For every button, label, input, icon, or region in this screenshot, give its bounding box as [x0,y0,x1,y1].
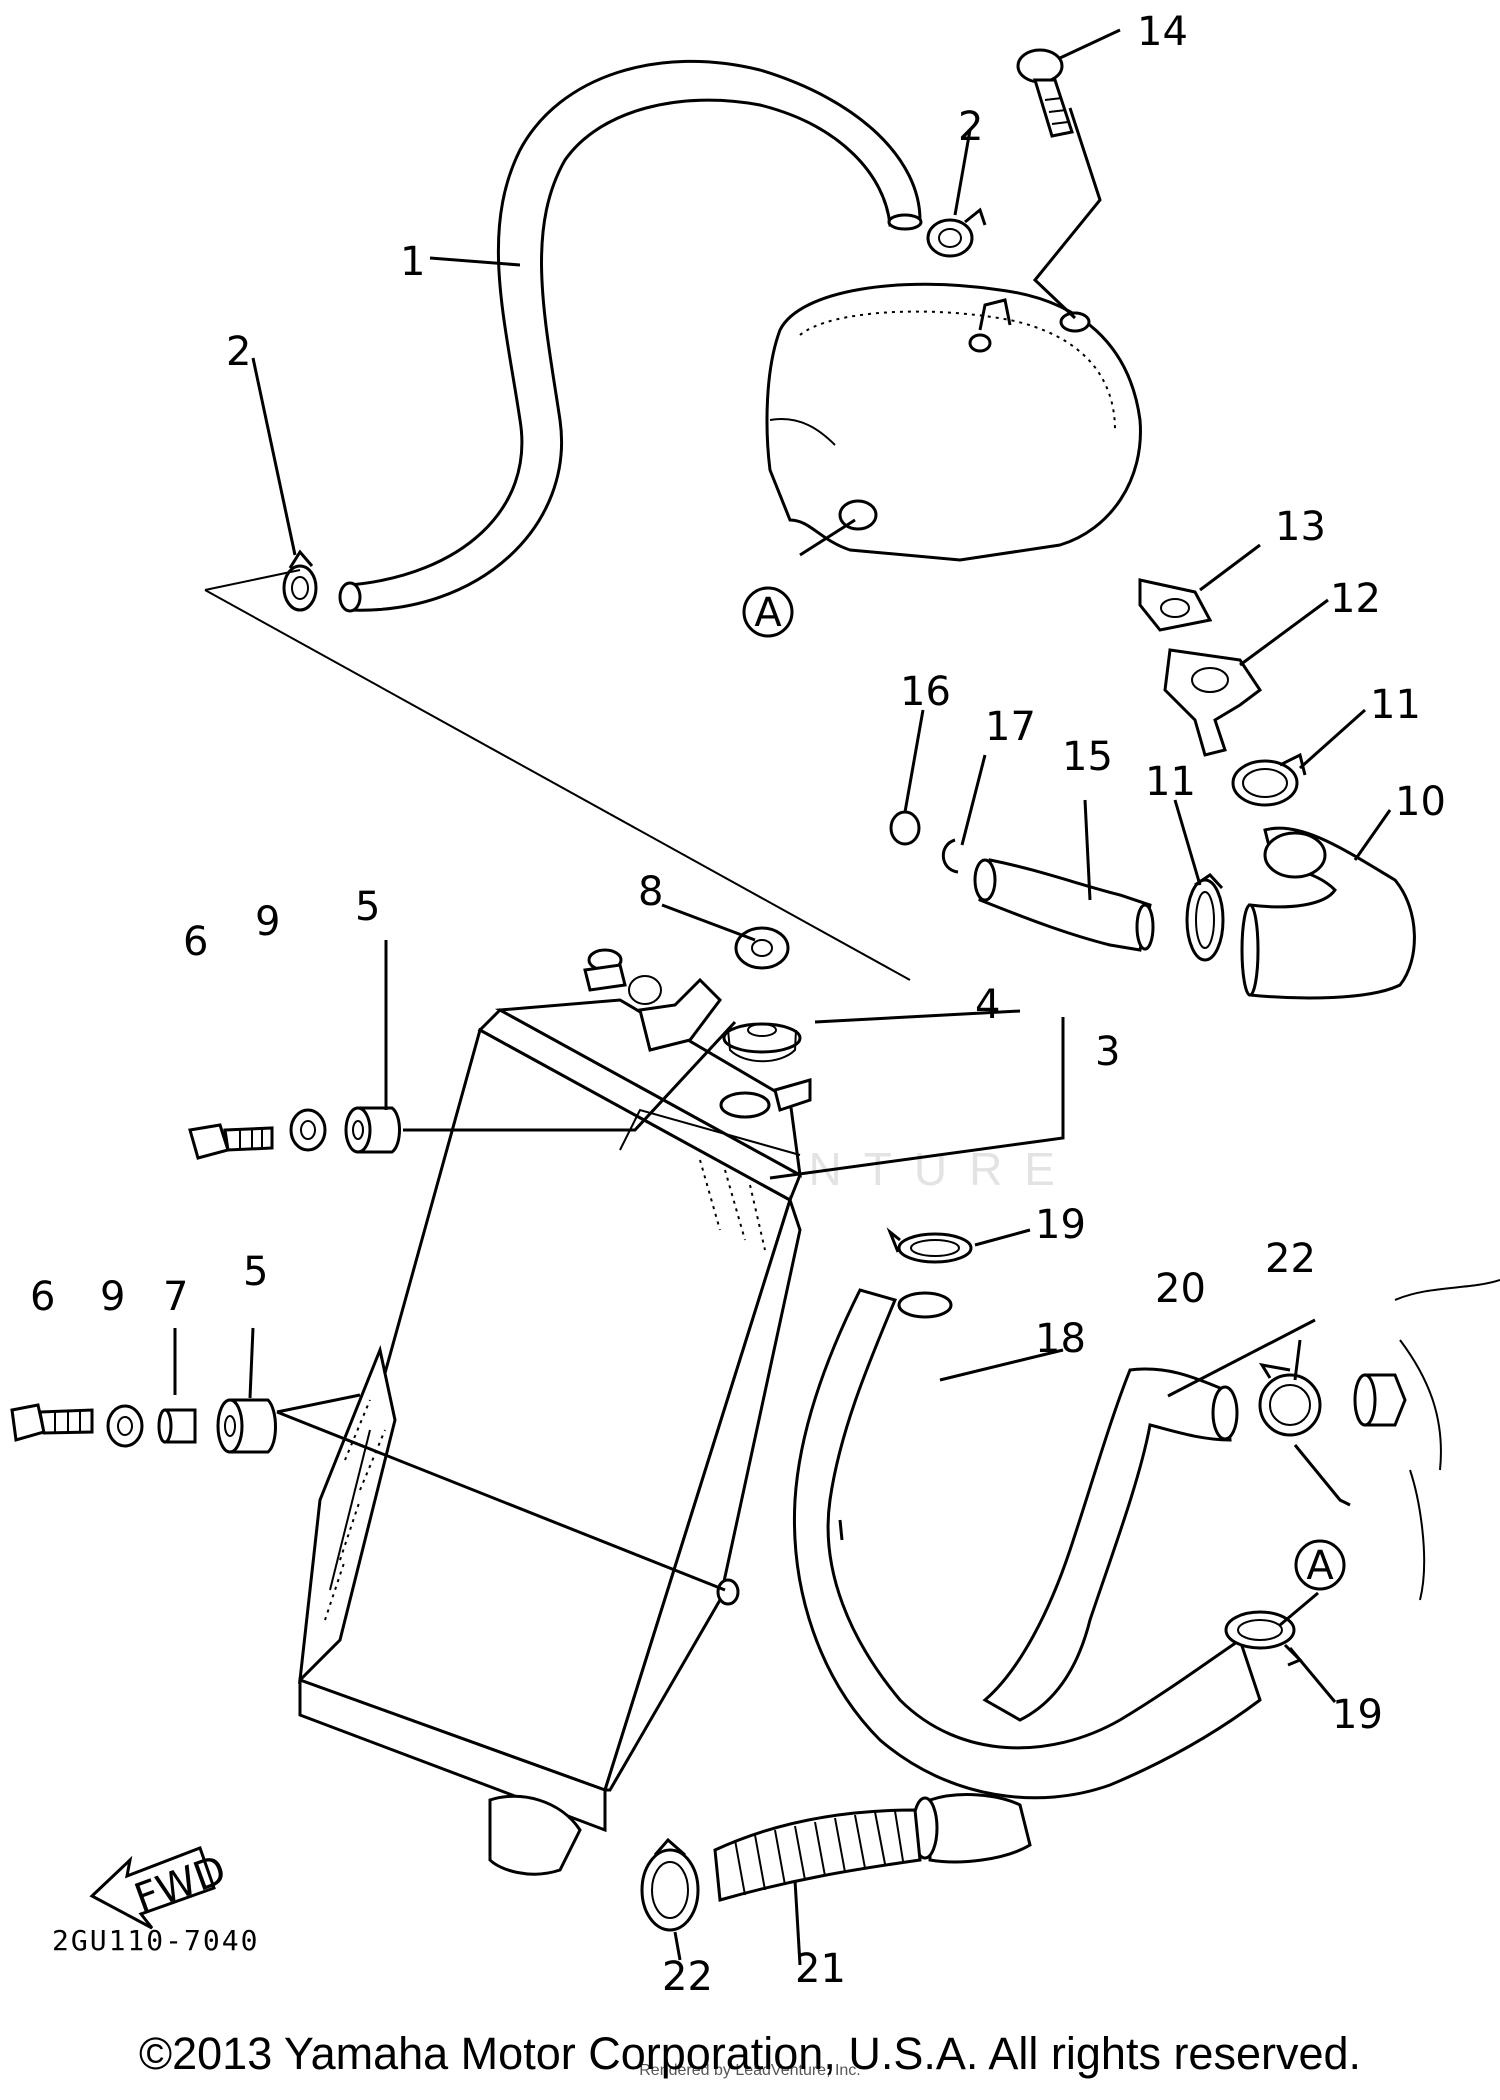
lower-mount-hardware [10,1398,277,1454]
callout-22b: 22 [662,1954,713,2000]
callout-14: 14 [1137,9,1188,55]
callout-17: 17 [985,704,1036,750]
callout-numbers: 1 2 2 14 13 12 11 10 16 17 15 11 8 6 9 5… [30,9,1446,2000]
callout-3: 3 [1095,1029,1120,1075]
callout-10: 10 [1395,779,1446,825]
callout-6b: 6 [30,1274,55,1320]
hose-clamp-22-bottom [640,1837,700,1932]
callout-1: 1 [400,239,425,285]
callout-11b: 11 [1145,759,1196,805]
hose-clamp-11-upper [1231,752,1307,807]
radiator-assembly [298,948,812,1876]
hose-clamp-22-right [1258,1362,1322,1437]
radiator-cap-4 [722,1022,802,1063]
forward-direction-arrow: FWD [89,1846,232,1930]
callout-5a: 5 [355,884,380,930]
copyright-notice: ©2013 Yamaha Motor Corporation, U.S.A. A… [138,2028,1362,2079]
callout-20: 20 [1155,1266,1206,1312]
gasket-13 [1138,578,1213,632]
bolt-14 [1016,48,1074,138]
phantom-guide-lines [204,569,911,1156]
hose-clamp-19-upper [886,1227,973,1264]
callout-2b: 2 [226,329,251,375]
svg-text:A: A [754,590,782,636]
callout-12: 12 [1330,576,1381,622]
tank-cap-12 [1163,648,1263,757]
o-ring-16 [889,810,921,846]
hose-clamp-2-lower [282,549,318,612]
rendered-by-credit: Rendered by LeadVenture, Inc. [639,2062,861,2079]
hose-clamp-11-lower [1185,873,1225,962]
callout-13: 13 [1275,504,1326,550]
callout-2a: 2 [958,104,983,150]
engine-water-pump-fitting [1353,1279,1500,1601]
callout-6a: 6 [183,919,208,965]
callout-16: 16 [900,669,951,715]
short-hose-15 [973,858,1155,952]
callout-9a: 9 [255,899,280,945]
callout-19a: 19 [1035,1202,1086,1248]
callout-8: 8 [638,869,663,915]
corrugated-hose-21 [713,1808,922,1902]
coolant-reservoir-tank [765,282,1142,562]
circlip-17 [941,838,959,874]
callout-5b: 5 [243,1249,268,1295]
upper-mount-hardware [188,1106,401,1160]
hose-clamp-19-lower [1224,1610,1303,1667]
callout-22a: 22 [1265,1236,1316,1282]
callout-15: 15 [1062,734,1113,780]
reference-mark-a-lower: A [1294,1539,1346,1591]
callout-4: 4 [975,982,1000,1028]
elbow-hose-20 [982,1367,1239,1722]
callout-7: 7 [163,1274,188,1320]
svg-text:A: A [1306,1543,1334,1589]
elbow-hose-10 [1240,826,1416,1000]
callout-21: 21 [795,1946,846,1992]
leader-lines [173,28,1392,1966]
reference-mark-a-upper: A [742,586,794,638]
overflow-hose [338,59,923,613]
callout-9b: 9 [100,1274,125,1320]
hose-clamp-2-upper [926,207,987,258]
callout-18: 18 [1035,1316,1086,1362]
callout-19b: 19 [1332,1692,1383,1738]
callout-11a: 11 [1370,682,1421,728]
diagram-code: 2GU110-7040 [52,1924,259,1957]
collar-8 [734,926,790,970]
